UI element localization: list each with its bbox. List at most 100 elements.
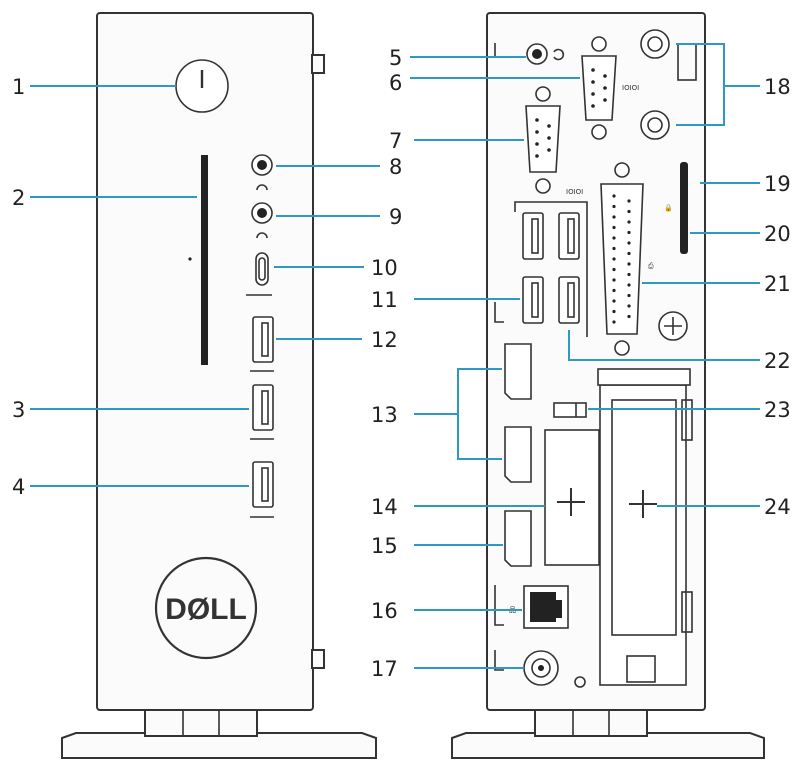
callout-5: 5 — [389, 46, 402, 70]
parallel-pins — [612, 194, 631, 324]
callout-11: 11 — [371, 288, 398, 312]
rear-usb-port — [522, 276, 544, 324]
expansion-bracket-top — [597, 368, 691, 386]
parallel-pin — [612, 257, 616, 261]
power-led — [574, 676, 586, 688]
parallel-pin — [627, 262, 631, 266]
callout-2: 2 — [12, 186, 25, 210]
parallel-pin — [627, 314, 631, 319]
usb-tongue — [531, 218, 539, 254]
callout-14: 14 — [371, 495, 398, 519]
displayport — [504, 426, 532, 483]
callout-18: 18 — [764, 75, 791, 99]
power-connector-pin — [538, 665, 544, 671]
parallel-pin — [627, 241, 631, 245]
callout-24: 24 — [764, 495, 791, 519]
rear-frame-bracket — [494, 585, 504, 626]
usb-tongue — [531, 282, 539, 318]
serial-port-marking: IOIOI — [622, 84, 639, 92]
serial-port-marking: IOIOI — [566, 188, 583, 196]
parallel-pin — [627, 251, 631, 256]
callout-1: 1 — [12, 75, 25, 99]
parallel-pin — [627, 199, 631, 203]
lock-icon: 🔒 — [664, 204, 673, 212]
usb-tongue — [567, 282, 575, 318]
leader-line-13 — [414, 368, 502, 460]
parallel-pin — [612, 320, 616, 324]
parallel-screw — [614, 162, 630, 178]
dell-logo-text: DØLL — [165, 593, 247, 626]
cable-holder-slot — [553, 402, 587, 418]
front-side-tab — [311, 54, 325, 74]
parallel-pin — [612, 267, 616, 272]
microphone-jack-core — [257, 208, 267, 218]
callout-15: 15 — [371, 534, 398, 558]
callout-13: 13 — [371, 403, 398, 427]
usb-3-port-tongue — [261, 322, 269, 357]
slot-indicator-dot — [188, 257, 192, 261]
serial-port-top — [581, 55, 617, 121]
front-stand — [61, 732, 377, 759]
callout-7: 7 — [389, 129, 402, 153]
rear-usb-port — [558, 212, 580, 260]
parallel-pin — [612, 215, 616, 219]
callout-21: 21 — [764, 272, 791, 296]
media-card-slot — [201, 155, 208, 365]
rear-frame-bracket — [494, 650, 504, 671]
antenna-connector-core — [647, 117, 663, 133]
parallel-pin — [612, 288, 616, 293]
back-stand — [451, 732, 765, 759]
headset-icon — [256, 184, 268, 191]
callout-19: 19 — [764, 172, 791, 196]
parallel-pin — [612, 309, 616, 314]
callout-4: 4 — [12, 475, 25, 499]
leader-line-18 — [676, 43, 760, 126]
parallel-pin — [612, 278, 616, 282]
headset-jack-core — [257, 160, 267, 170]
parallel-pin — [612, 225, 616, 230]
callout-16: 16 — [371, 599, 398, 623]
callout-9: 9 — [389, 205, 402, 229]
serial-screw — [535, 178, 551, 194]
rear-usb-port — [522, 212, 544, 260]
front-stand-feet — [144, 709, 258, 737]
usb-type-c-port-inner — [258, 257, 266, 281]
usb-2-powershare-port-tongue — [261, 467, 269, 502]
plus-icon — [557, 488, 585, 516]
leader-lines — [30, 43, 760, 669]
callout-17: 17 — [371, 657, 398, 681]
callout-12: 12 — [371, 328, 398, 352]
rear-usb-port — [558, 276, 580, 324]
parallel-screw — [614, 340, 630, 356]
expansion-latch — [626, 655, 656, 683]
plus-icon — [629, 490, 657, 518]
parallel-pin — [612, 299, 616, 303]
serial-screw — [535, 86, 551, 102]
parallel-pin — [627, 230, 631, 235]
callout-labels: 1 2 3 4 5 6 7 8 9 10 11 12 13 14 15 16 1… — [12, 46, 791, 681]
callout-8: 8 — [389, 155, 402, 179]
security-cable-slot — [680, 162, 688, 254]
antenna-connector-core — [647, 36, 663, 52]
parallel-port — [600, 183, 644, 335]
callout-22: 22 — [764, 349, 791, 373]
usb-2-port-tongue — [261, 390, 269, 425]
line-out-jack-core — [532, 49, 542, 59]
parallel-pin — [612, 204, 616, 209]
callout-6: 6 — [389, 71, 402, 95]
callout-23: 23 — [764, 398, 791, 422]
callout-20: 20 — [764, 222, 791, 246]
displayport — [504, 343, 532, 400]
front-view: DØLL — [61, 12, 377, 759]
network-port-jack — [530, 592, 562, 622]
serial-screw — [591, 124, 607, 140]
side-latch — [681, 399, 693, 441]
parallel-pin — [627, 272, 631, 277]
displayport — [504, 510, 532, 567]
rear-frame-bracket — [494, 302, 504, 323]
parallel-pin — [627, 209, 631, 214]
serial-port-lower — [525, 105, 561, 173]
usb-tongue — [567, 218, 575, 254]
usb-group-bracket — [514, 201, 588, 337]
